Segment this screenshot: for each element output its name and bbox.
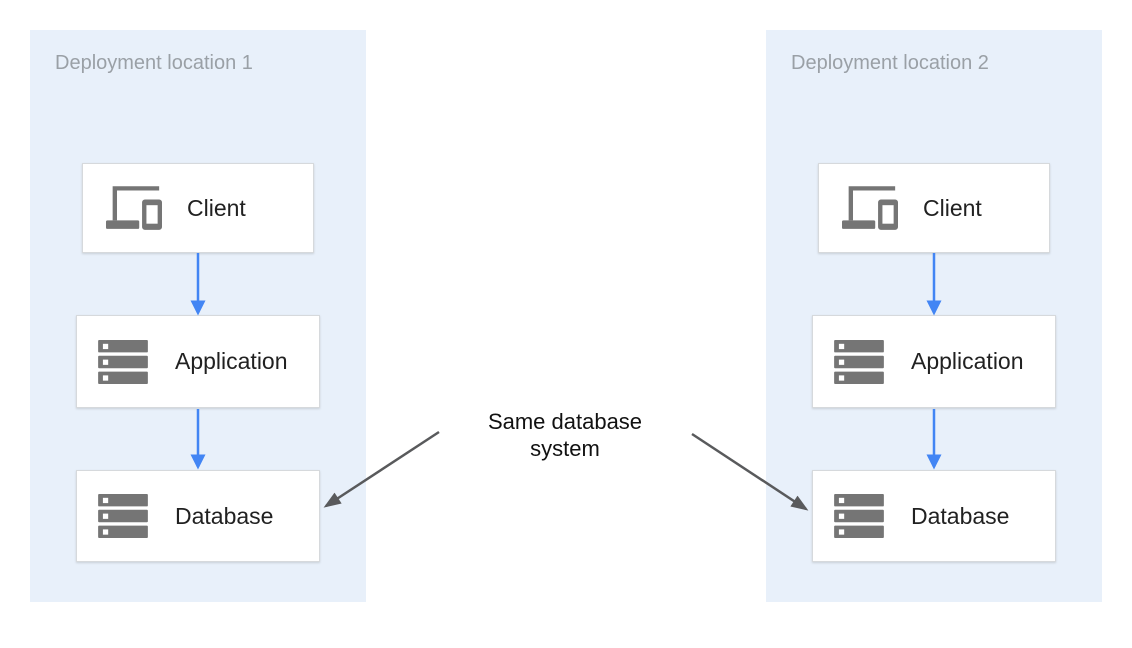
client-devices-icon [106,185,162,231]
server-stack-icon [98,339,148,384]
server-stack-icon [834,339,884,384]
panel-title: Deployment location 1 [55,52,253,74]
node-label: Application [175,348,288,374]
node-client: Client [818,163,1050,253]
panel-deployment-location-2: Deployment location 2 Client [766,30,1102,602]
annotation-label: Same database system [487,409,643,461]
node-database: Database [76,470,320,562]
server-stack-icon [98,494,148,538]
client-devices-icon [842,185,898,231]
node-label: Application [911,348,1024,374]
node-label: Client [187,194,246,221]
node-client: Client [82,163,314,253]
node-application: Application [812,315,1056,408]
panel-deployment-location-1: Deployment location 1 Client [30,30,366,602]
panel-title: Deployment location 2 [791,52,989,74]
node-label: Client [923,194,982,221]
node-database: Database [812,470,1056,562]
node-label: Database [911,502,1010,529]
node-label: Database [175,502,274,529]
server-stack-icon [834,494,884,538]
node-application: Application [76,315,320,408]
